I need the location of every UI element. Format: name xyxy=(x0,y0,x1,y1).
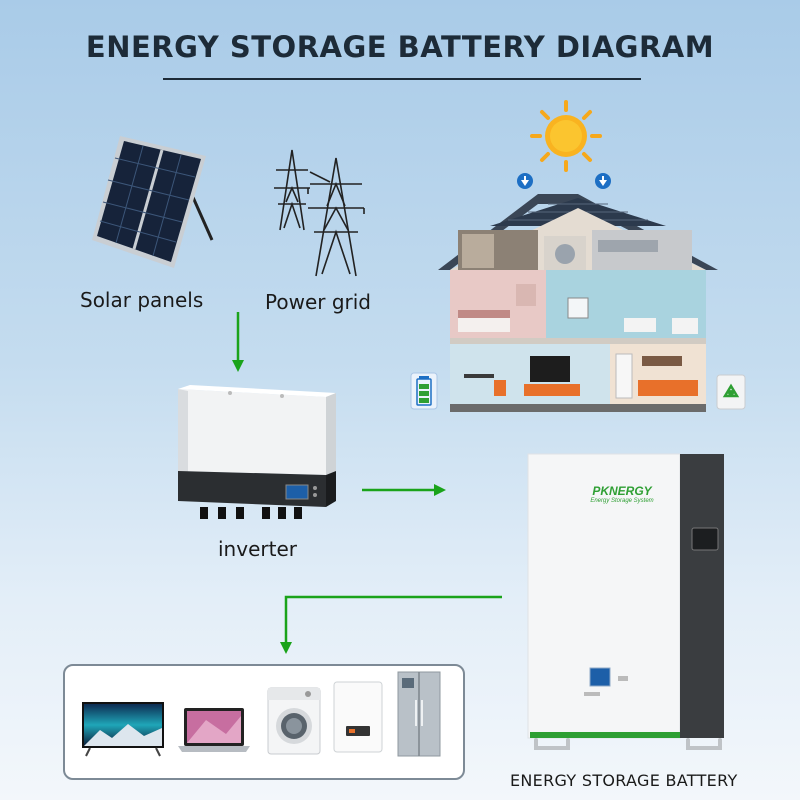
battery-level-icon xyxy=(410,372,438,410)
title-underline xyxy=(163,78,641,80)
house-icon xyxy=(438,194,718,412)
laptop-icon xyxy=(178,708,250,752)
sun-icon xyxy=(530,100,602,172)
sunlight-arrow-icon xyxy=(517,173,533,189)
arrow-to-appliances xyxy=(280,595,502,654)
diagram-title: ENERGY STORAGE BATTERY DIAGRAM xyxy=(85,30,715,64)
storage-battery-icon xyxy=(527,453,724,750)
washing-machine-icon xyxy=(267,687,321,755)
power-tower-icon xyxy=(274,149,365,277)
refrigerator-icon xyxy=(397,671,441,757)
battery-label: ENERGY STORAGE BATTERY xyxy=(510,771,738,790)
recycle-icon xyxy=(716,374,746,410)
solar-panel-icon xyxy=(92,136,214,268)
inverter-icon xyxy=(178,385,336,519)
solar-panels-label: Solar panels xyxy=(80,288,204,312)
sunlight-arrow-icon xyxy=(595,173,611,189)
tv-icon xyxy=(82,702,164,757)
inverter-label: inverter xyxy=(218,537,297,561)
battery-subtitle: Energy Storage System xyxy=(590,498,654,504)
water-heater-icon xyxy=(333,681,383,753)
arrow-down-to-inverter xyxy=(232,312,244,372)
arrow-right-to-battery xyxy=(362,484,446,496)
battery-logo: PKNERGY Energy Storage System xyxy=(572,484,672,504)
battery-brand: PKNERGY xyxy=(592,484,652,498)
power-grid-label: Power grid xyxy=(265,290,371,314)
